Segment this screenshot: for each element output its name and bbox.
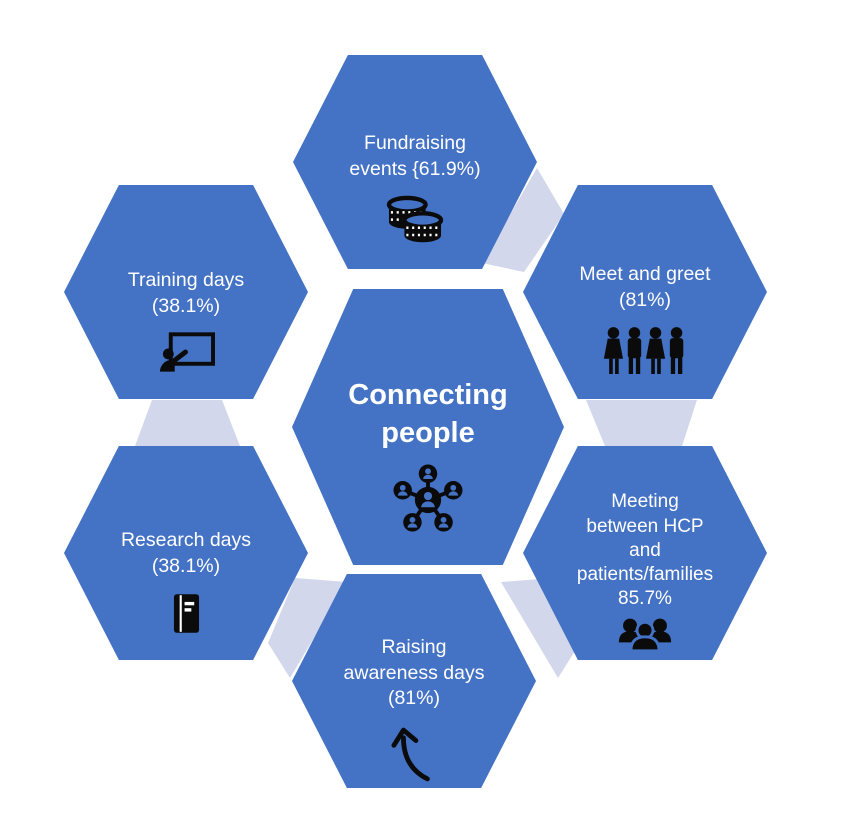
curved-arrow-icon xyxy=(391,727,430,782)
connector-research-to-training xyxy=(135,400,240,446)
hexagon-meet-and-greet: Meet and greet (81%) xyxy=(523,185,767,399)
presenter-board-icon xyxy=(159,332,215,372)
hexagon-fundraising-events: Fundraising events {61.9%) xyxy=(293,55,537,269)
people-row-icon xyxy=(603,327,684,375)
meet-and-greet-label: Meet and greet (81%) xyxy=(579,262,711,311)
raising-awareness-days-label: Raising awareness days (81%) xyxy=(343,635,485,710)
hexagon-hcp-patient-meetings: Meeting between HCP and patients/familie… xyxy=(523,446,767,660)
connector-meetgreet-to-hcp xyxy=(586,400,697,446)
research-days-label: Research days (38.1%) xyxy=(120,529,252,577)
group-busts-icon xyxy=(618,618,672,652)
hexagon-research-days: Research days (38.1%) xyxy=(64,446,308,660)
hexagon-raising-awareness-days: Raising awareness days (81%) xyxy=(292,574,536,788)
hexagon-training-days: Training days (38.1%) xyxy=(64,185,308,399)
connecting-people-label: Connecting people xyxy=(348,379,508,449)
fundraising-events-label: Fundraising events {61.9%) xyxy=(349,131,481,180)
connector-raising-to-research xyxy=(268,578,347,678)
hcp-patient-meetings-label: Meeting between HCP and patients/familie… xyxy=(576,491,714,610)
people-network-icon xyxy=(393,464,463,532)
journal-icon xyxy=(173,593,199,633)
hexagon-connecting-people: Connecting people xyxy=(292,289,564,565)
training-days-label: Training days (38.1%) xyxy=(127,268,245,317)
connector-fundraising-to-meetgreet xyxy=(482,168,564,272)
coins-icon xyxy=(386,195,444,243)
